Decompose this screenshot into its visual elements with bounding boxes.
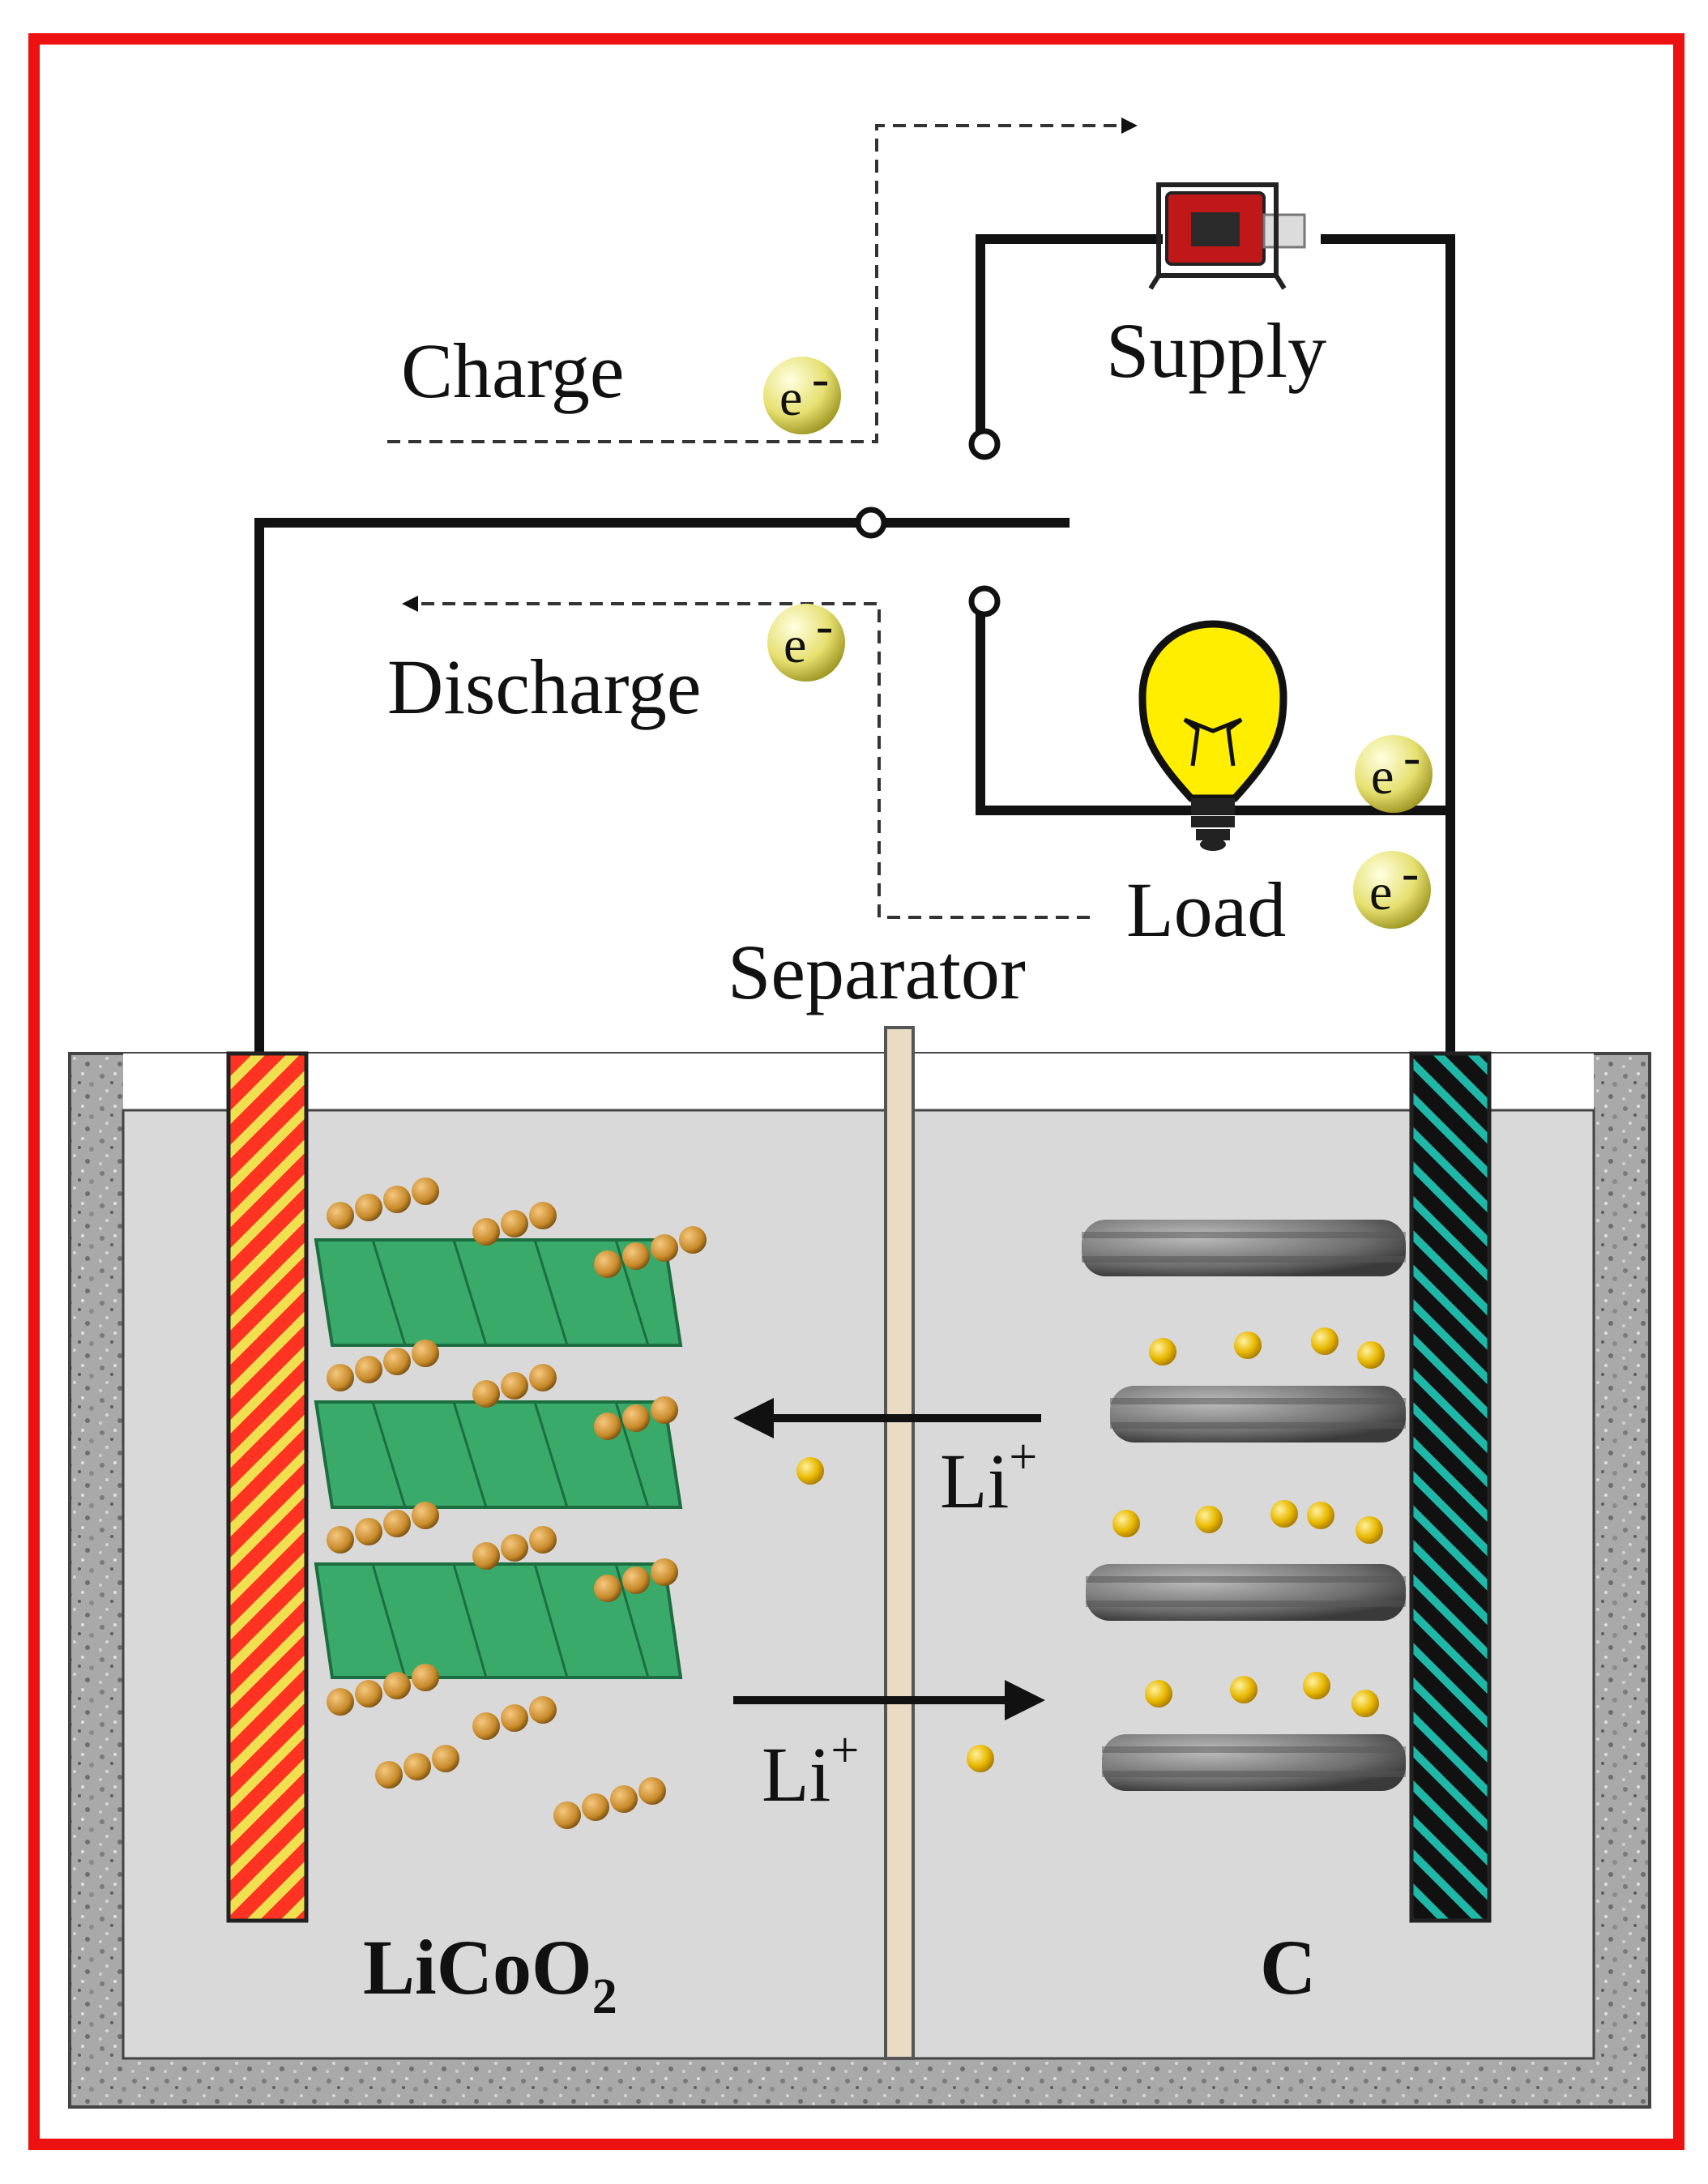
electron-charge: -	[816, 596, 833, 654]
anode-label: C	[1260, 1924, 1316, 2011]
switch-contact-icon	[968, 428, 1001, 460]
li-ion-label-lower: Li+	[762, 1723, 859, 1818]
separator-membrane	[884, 1026, 915, 2060]
electron-icon: e -	[767, 596, 845, 682]
electron-symbol: e	[1371, 747, 1394, 805]
switch-contacts	[855, 428, 1001, 618]
discharge-electron-path	[402, 596, 1090, 919]
electron-icon: e -	[1353, 844, 1431, 929]
graphite-anode-layers	[1082, 1220, 1406, 1791]
electron-symbol: e	[779, 369, 802, 426]
switch-contact-icon	[855, 506, 887, 539]
electron-charge: -	[812, 349, 829, 407]
electron-charge: -	[1403, 728, 1420, 785]
charge-label: Charge	[401, 327, 624, 414]
load-label: Load	[1126, 866, 1286, 953]
cathode-label: LiCoO2	[363, 1924, 617, 2024]
electron-charge: -	[1402, 844, 1419, 901]
power-supply-icon	[1148, 182, 1306, 290]
anode-electrode	[1409, 1051, 1492, 1923]
lithium-ion-icon	[796, 1327, 1385, 1772]
charge-electron-path	[387, 118, 1138, 443]
load-branch-wire	[976, 601, 1450, 815]
supply-label: Supply	[1106, 307, 1326, 394]
switch-contact-icon	[968, 585, 1001, 618]
supply-branch-wire	[976, 234, 1163, 444]
cathode-electrode	[226, 1051, 309, 1923]
electron-icon: e -	[763, 349, 841, 434]
lightbulb-icon	[1138, 620, 1287, 851]
cathode-lead-wire	[254, 518, 871, 1054]
li-ion-label-upper: Li+	[940, 1430, 1037, 1524]
licoo2-crystal-structure	[314, 1177, 707, 1829]
discharge-label: Discharge	[387, 643, 701, 730]
external-circuit	[254, 234, 1455, 1054]
li-ion-migration-arrows	[733, 1398, 1045, 1720]
supply-return-wire	[1321, 234, 1455, 1054]
electron-symbol: e	[1369, 863, 1392, 921]
separator-label: Separator	[728, 929, 1026, 1015]
electron-icon: e -	[1355, 728, 1433, 813]
electron-symbol: e	[784, 616, 806, 673]
